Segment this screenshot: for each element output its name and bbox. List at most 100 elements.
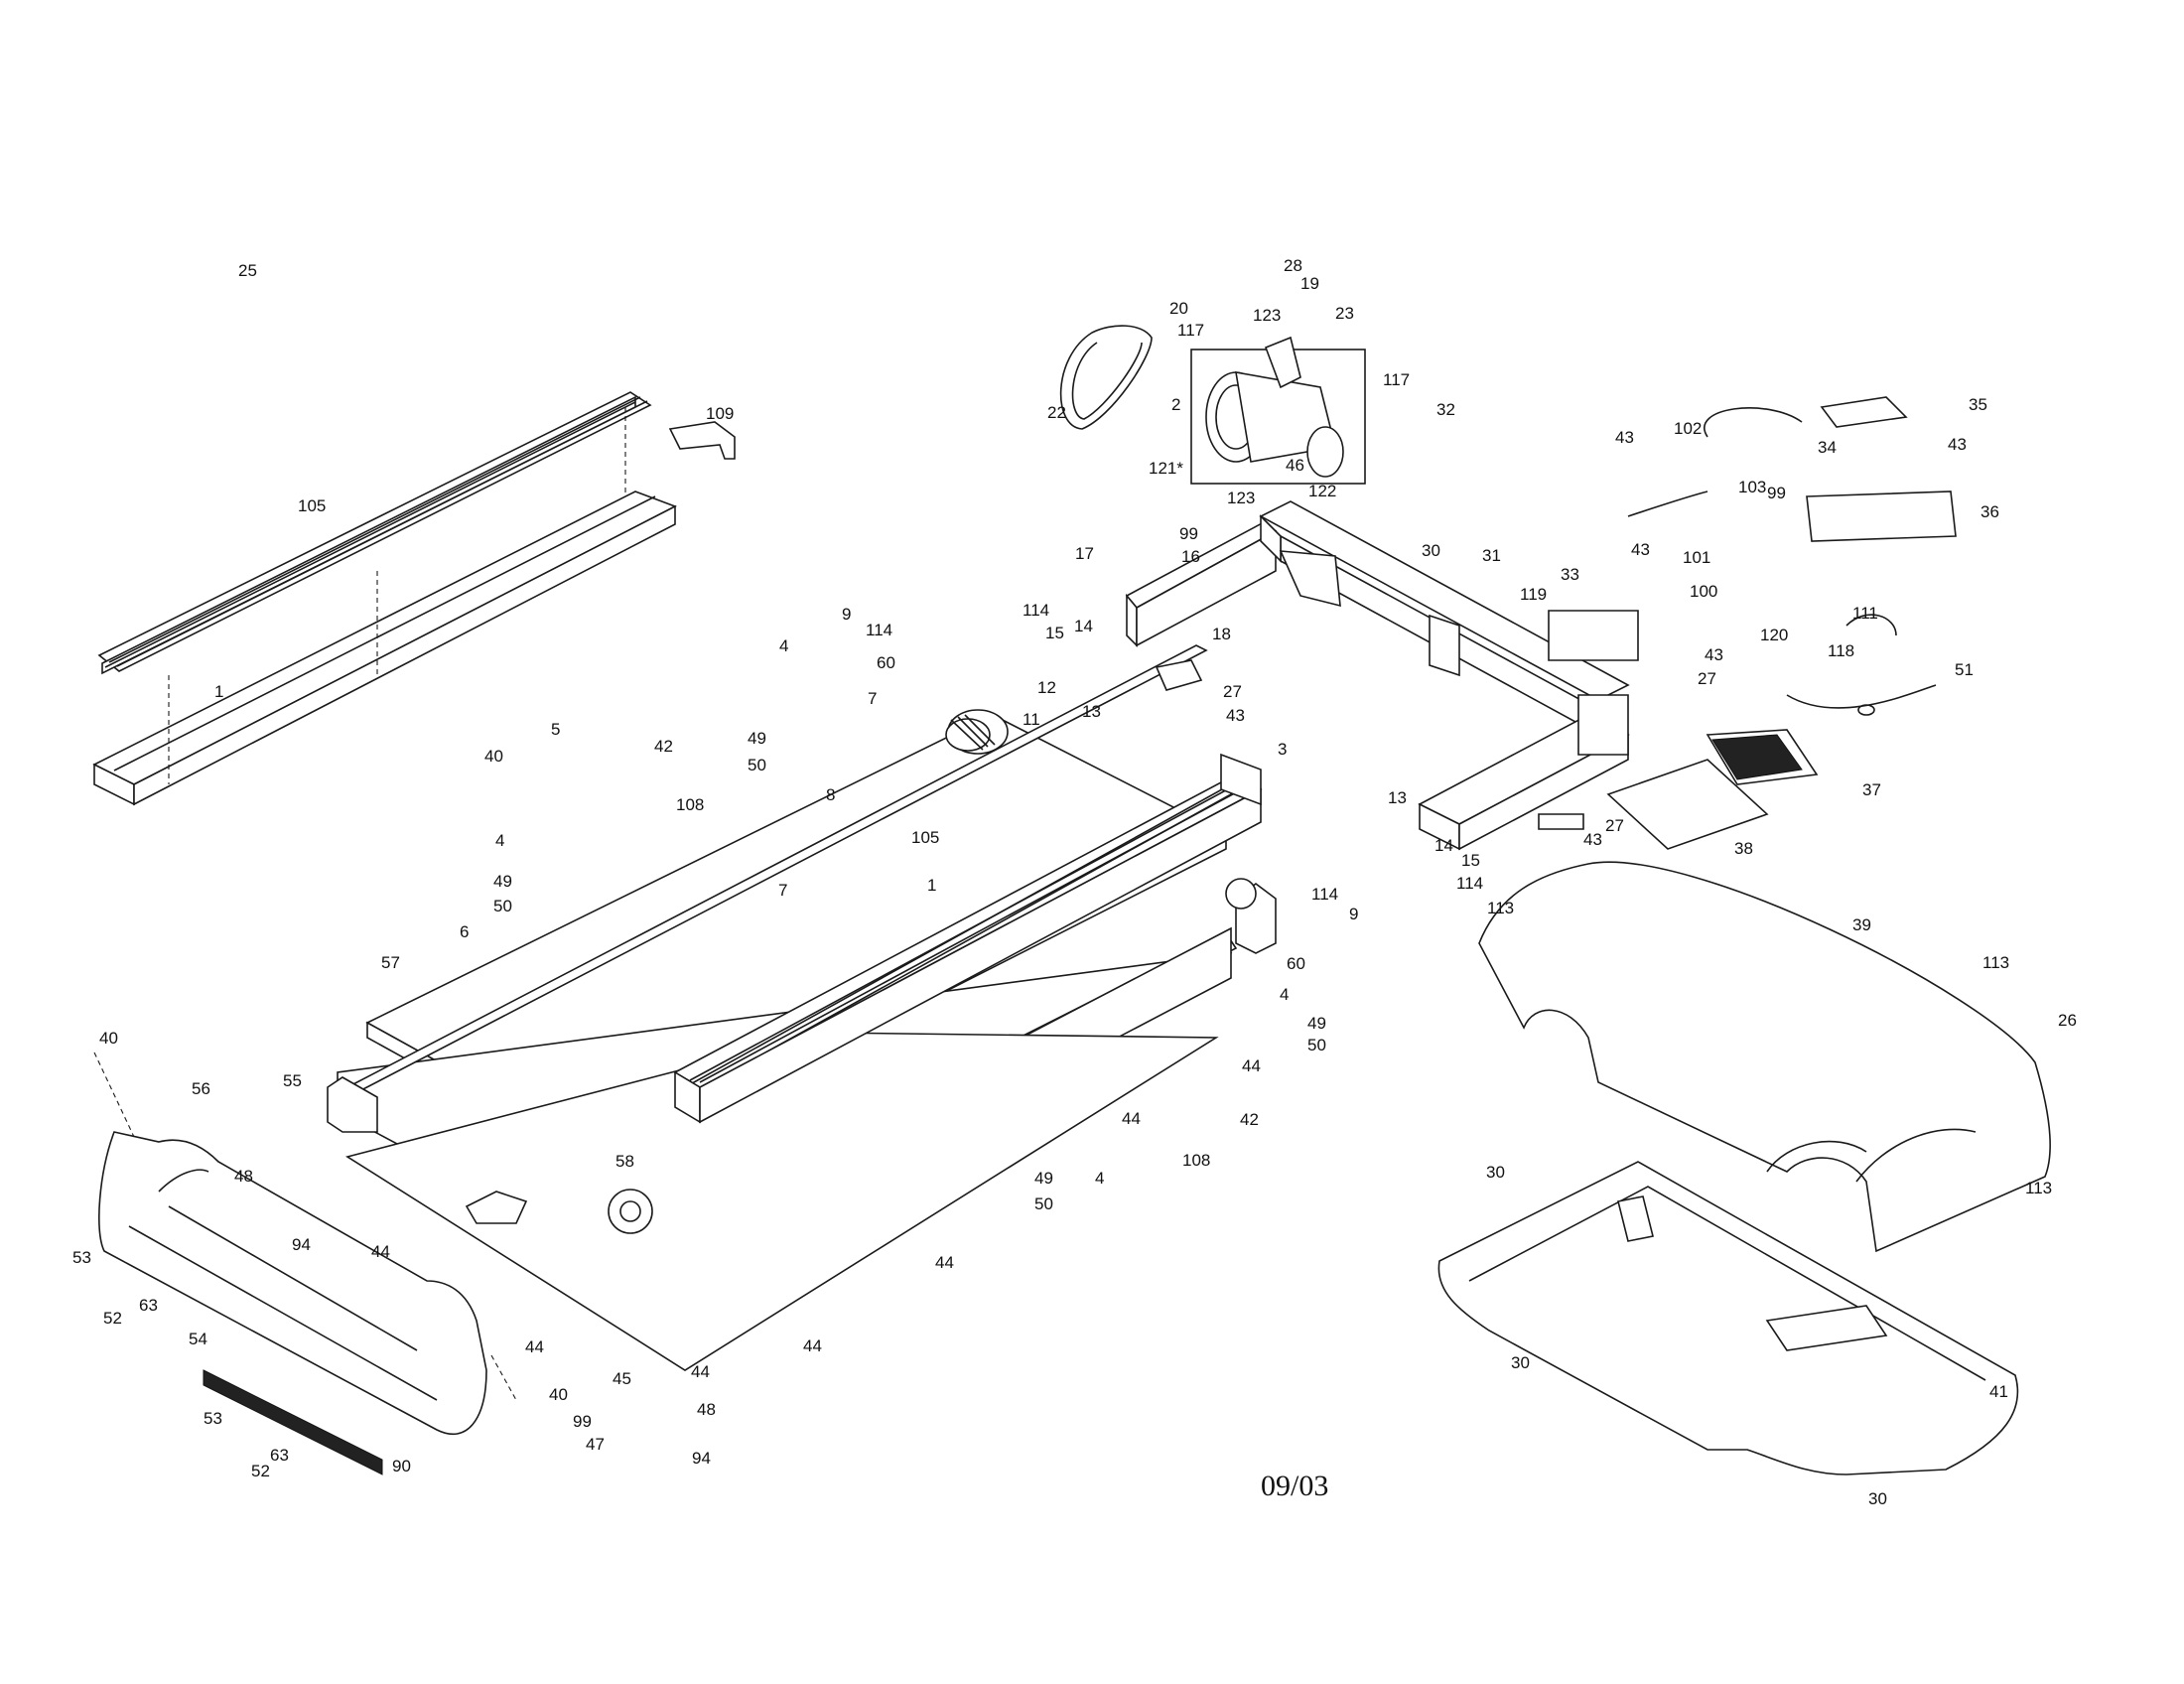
part-callout: 113 [2025,1179,2052,1197]
part-callout: 14 [1074,617,1093,635]
part-callout: 113 [1982,953,2009,972]
part-callout: 101 [1683,548,1710,567]
part-callout: 1 [214,682,223,701]
part-callout: 23 [1335,304,1354,323]
part-callout: 44 [803,1336,822,1355]
part-callout: 28 [1284,256,1302,275]
part-callout: 41 [1989,1382,2008,1401]
part-callout: 52 [103,1309,122,1328]
part-callout: 9 [842,605,851,624]
part-callout: 3 [1278,740,1287,759]
part-callout: 4 [495,831,504,850]
part-callout: 60 [1287,954,1305,973]
part-callout: 114 [1456,874,1483,893]
part-callout: 32 [1436,400,1455,419]
part-callout: 48 [697,1400,716,1419]
part-callout: 20 [1169,299,1188,318]
part-callout: 123 [1227,489,1255,507]
part-callout: 42 [654,737,673,756]
part-callout: 90 [392,1457,411,1475]
part-callout: 43 [1705,645,1723,664]
part-callout: 26 [2058,1011,2077,1030]
part-callout: 16 [1181,547,1200,566]
part-callout: 19 [1300,274,1319,293]
part-callout: 44 [935,1253,954,1272]
part-callout: 49 [1034,1169,1053,1188]
part-callout: 2 [1171,395,1180,414]
part-callout: 43 [1226,706,1245,725]
part-callout: 105 [911,828,939,847]
part-callout: 44 [371,1242,390,1261]
part-callout: 118 [1828,641,1854,660]
part-callout: 40 [549,1385,568,1404]
part-callout: 121* [1149,459,1183,478]
part-callout: 63 [139,1296,158,1315]
part-callout: 123 [1253,306,1281,325]
part-callout: 50 [1307,1036,1326,1054]
part-callout: 30 [1868,1489,1887,1508]
part-callout: 14 [1434,836,1453,855]
part-callout: 55 [283,1071,302,1090]
part-callout: 13 [1082,702,1101,721]
part-callout: 43 [1948,435,1967,454]
part-callout: 12 [1037,678,1056,697]
part-callout: 114 [1023,601,1049,620]
part-callout: 45 [613,1369,631,1388]
part-callout: 119 [1520,585,1547,604]
part-callout: 13 [1388,788,1407,807]
part-callout: 34 [1818,438,1837,457]
part-callout: 43 [1615,428,1634,447]
part-callout: 44 [525,1337,544,1356]
part-callout: 17 [1075,544,1094,563]
part-callout: 57 [381,953,400,972]
part-callout: 44 [1122,1109,1141,1128]
part-callout: 108 [1182,1151,1210,1170]
part-callout: 9 [1349,905,1358,923]
part-callout: 108 [676,795,704,814]
part-callout: 103 [1738,478,1766,496]
part-callout: 120 [1760,626,1788,644]
motor-assembly [1059,325,1366,485]
part-callout: 33 [1561,565,1579,584]
part-callout: 30 [1422,541,1440,560]
part-callout: 4 [779,636,788,655]
motor-hood [1478,861,2051,1253]
part-callout: 114 [866,621,892,639]
part-callout: 51 [1955,660,1974,679]
part-callout: 4 [1280,985,1289,1004]
base-pan [1437,1161,2019,1475]
part-callout: 22 [1047,403,1066,422]
part-callout: 58 [615,1152,634,1171]
part-callout: 49 [748,729,766,748]
part-callout: 36 [1980,502,1999,521]
part-callout: 6 [460,922,469,941]
part-callout: 35 [1969,395,1987,414]
part-callout: 27 [1605,816,1624,835]
part-callout: 25 [238,261,257,280]
part-callout: 15 [1045,624,1064,642]
part-callout: 100 [1690,582,1717,601]
part-callout: 50 [1034,1194,1053,1213]
rollers [608,709,1257,1234]
part-callout: 50 [493,897,512,915]
part-callout: 38 [1734,839,1753,858]
part-callout: 48 [234,1167,253,1186]
part-callout: 109 [706,404,734,423]
part-callout: 94 [692,1449,711,1468]
part-callout: 11 [1023,710,1040,729]
part-callout: 31 [1482,546,1501,565]
part-callout: 1 [927,876,936,895]
part-callout: 43 [1583,830,1602,849]
part-callout: 7 [778,881,787,900]
part-callout: 111 [1852,604,1878,623]
part-callout: 47 [586,1435,605,1454]
part-callout: 42 [1240,1110,1259,1129]
part-callout: 49 [1307,1014,1326,1033]
part-callout: 117 [1383,370,1410,389]
part-callout: 54 [189,1330,207,1348]
electronics [1606,396,1957,850]
part-callout: 39 [1852,915,1871,934]
part-callout: 8 [826,785,835,804]
right-side-rail-assembly [673,753,1263,1124]
